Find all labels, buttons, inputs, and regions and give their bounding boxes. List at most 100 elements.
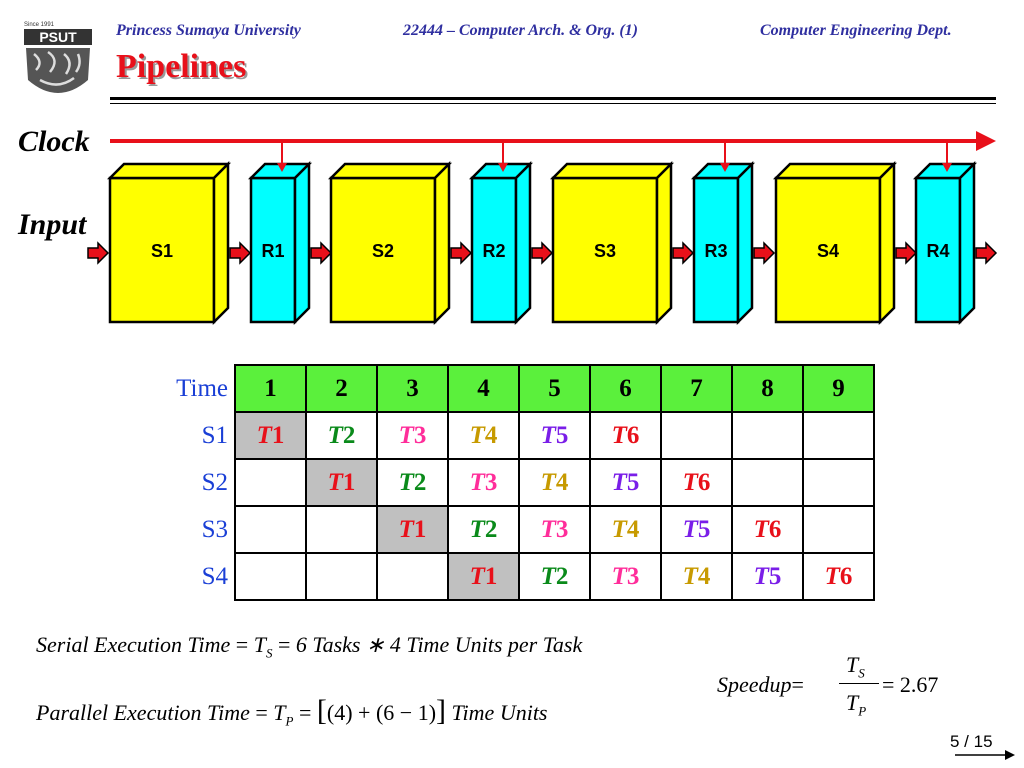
table-cell [305, 552, 378, 601]
page-arrow-icon [955, 750, 1015, 760]
table-cell [731, 458, 804, 507]
table-cell: T4 [447, 411, 520, 460]
arrow-s3-out [672, 241, 695, 265]
time-cell-5: 5 [518, 364, 591, 413]
task-number: 5 [697, 515, 711, 543]
register-r3-label: R3 [704, 241, 727, 261]
table-cell [802, 505, 875, 554]
table-cell: T5 [660, 505, 733, 554]
task-number: 2 [555, 562, 569, 590]
stage-label: S1 [201, 421, 228, 449]
register-r3: R3 [690, 160, 756, 326]
stage-label: S4 [201, 562, 228, 590]
speedup-value-group: = 2.67 [882, 672, 939, 697]
parallel-bracket: (4) + (6 − 1) [326, 700, 437, 725]
register-r2: R2 [468, 160, 534, 326]
table-cell [731, 411, 804, 460]
pipeline-blocks: S1 S2 S3 S4 R1 R2 R3 R4 [87, 141, 998, 326]
stage-s1: S1 [106, 160, 232, 326]
table-cell: T5 [731, 552, 804, 601]
header-university: Princess Sumaya University [116, 22, 301, 39]
table-cell [802, 411, 875, 460]
register-r4-label: R4 [926, 241, 949, 261]
logo-since-text: Since 1991 [24, 22, 55, 28]
stage-s3: S3 [549, 160, 675, 326]
table-cell [234, 505, 307, 554]
task-prefix: T [540, 562, 556, 590]
table-cell: T2 [518, 552, 591, 601]
task-prefix: T [611, 562, 627, 590]
slide-title: Pipelines [116, 48, 247, 85]
serial-rhs: 6 Tasks ∗ 4 Time Units per Task [295, 632, 583, 657]
serial-formula: Serial Execution Time = TS = 6 Tasks ∗ 4… [36, 632, 583, 661]
task-number: 6 [839, 562, 853, 590]
arrow-s1-out [229, 241, 252, 265]
task-prefix: T [753, 515, 769, 543]
parallel-sub: P [285, 713, 294, 729]
stage-s1-label: S1 [151, 241, 173, 261]
task-number: 1 [271, 421, 285, 449]
time-cell-2: 2 [305, 364, 378, 413]
time-cell-3: 3 [376, 364, 449, 413]
task-number: 4 [484, 421, 498, 449]
speedup-num-var: T [846, 652, 859, 677]
task-number: 5 [555, 421, 569, 449]
time-cell-6: 6 [589, 364, 662, 413]
task-number: 4 [697, 562, 711, 590]
arrow-r1-out [310, 241, 333, 265]
table-cell: T6 [802, 552, 875, 601]
table-cell: T6 [589, 411, 662, 460]
table-cell [802, 458, 875, 507]
time-cell-8: 8 [731, 364, 804, 413]
parallel-rhs: Time Units [451, 700, 548, 725]
speedup-value: 2.67 [899, 672, 939, 697]
time-cell-4: 4 [447, 364, 520, 413]
table-cell: T2 [447, 505, 520, 554]
table-cell: T3 [447, 458, 520, 507]
table-cell: T3 [376, 411, 449, 460]
page-number: 5 / 15 [950, 732, 993, 751]
speedup-denominator: TP [846, 690, 866, 719]
table-cell: T3 [589, 552, 662, 601]
register-r1-label: R1 [261, 241, 284, 261]
table-cell [234, 458, 307, 507]
task-number: 4 [626, 515, 640, 543]
clock-label: Clock [18, 125, 90, 158]
header-dept: Computer Engineering Dept. [760, 22, 952, 39]
table-cell: T1 [234, 411, 307, 460]
register-r1: R1 [247, 160, 313, 326]
task-prefix: T [398, 468, 414, 496]
register-r4: R4 [912, 160, 978, 326]
speedup-label: Speedup [717, 672, 792, 697]
time-label: Time [176, 374, 228, 402]
stage-s4: S4 [772, 160, 898, 326]
task-prefix: T [611, 421, 627, 449]
task-prefix: T [611, 515, 627, 543]
arrow-s2-out [450, 241, 473, 265]
input-arrow [87, 241, 110, 265]
time-cell-9: 9 [802, 364, 875, 413]
task-number: 2 [484, 515, 498, 543]
parallel-var: T [273, 700, 286, 725]
task-prefix: T [753, 562, 769, 590]
stage-s2-label: S2 [372, 241, 394, 261]
parallel-lhs: Parallel Execution Time [36, 700, 250, 725]
task-number: 1 [342, 468, 356, 496]
header-rule [110, 97, 996, 100]
table-cell: T6 [660, 458, 733, 507]
clock-tap-r2-head [498, 163, 508, 172]
table-cell: T1 [305, 458, 378, 507]
task-prefix: T [469, 421, 485, 449]
speedup-num-sub: S [858, 665, 865, 681]
task-number: 6 [768, 515, 782, 543]
table-cell: T3 [518, 505, 591, 554]
table-cell [660, 411, 733, 460]
task-number: 2 [413, 468, 427, 496]
logo-text: PSUT [39, 29, 77, 45]
speedup-label-group: Speedup= [717, 672, 804, 697]
clock-tap-r1-head [277, 163, 287, 172]
